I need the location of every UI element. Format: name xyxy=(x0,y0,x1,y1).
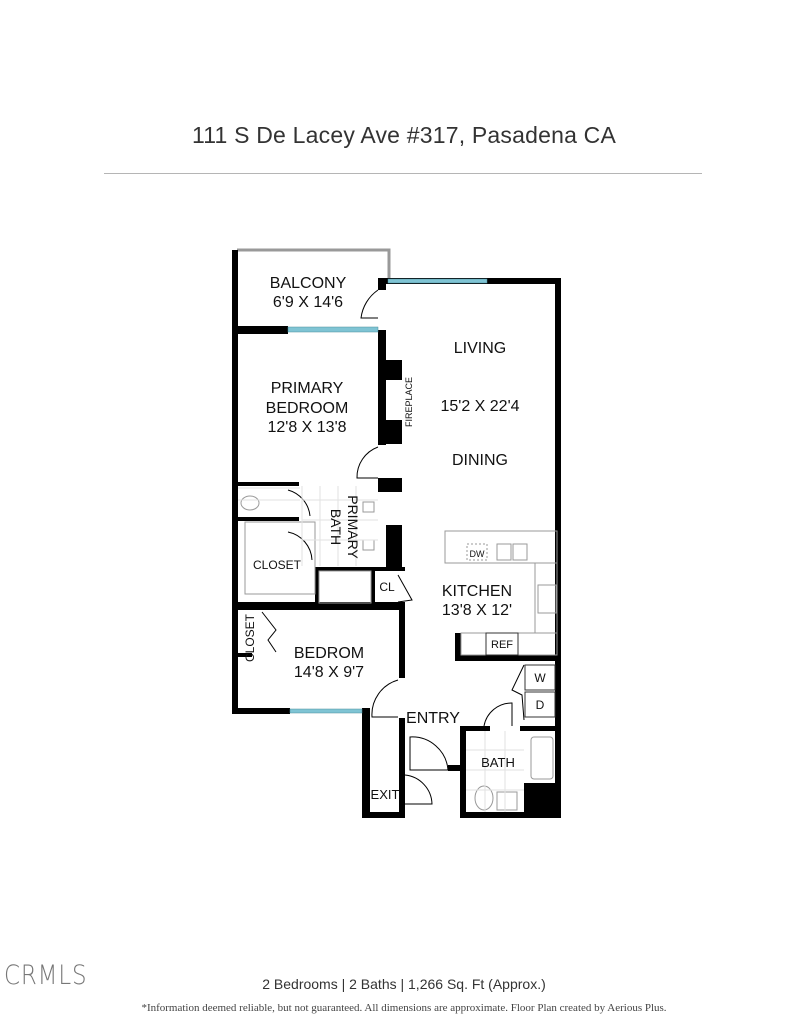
bath-tile-grid xyxy=(466,731,524,812)
primary-bedroom-label-2: BEDROOM xyxy=(266,400,349,417)
balcony-dims: 6'9 X 14'6 xyxy=(273,294,343,311)
cl-label: CL xyxy=(379,580,395,594)
disclaimer: *Information deemed reliable, but not gu… xyxy=(141,1002,667,1014)
living-label: LIVING xyxy=(454,340,506,357)
dryer-label: D xyxy=(536,698,545,712)
kitchen-label: KITCHEN xyxy=(442,583,512,600)
balcony-label: BALCONY xyxy=(270,275,347,292)
primary-bedroom-dims: 12'8 X 13'8 xyxy=(267,419,346,436)
primary-bath-label-1: PRIMARY xyxy=(345,495,361,559)
primary-bedroom-label-1: PRIMARY xyxy=(271,380,344,397)
bedroom-label: BEDROM xyxy=(294,645,364,662)
crmls-logo: CRMLS xyxy=(4,960,88,991)
fireplace-label: FIREPLACE xyxy=(404,377,414,427)
primary-bath-label-2: BATH xyxy=(328,509,344,545)
bedroom-dims: 14'8 X 9'7 xyxy=(294,664,364,681)
title-divider xyxy=(104,173,702,174)
exit-label: EXIT xyxy=(371,787,400,802)
balcony-railing xyxy=(237,248,391,278)
walls xyxy=(232,250,561,818)
washer-label: W xyxy=(534,671,546,685)
windows xyxy=(287,278,488,714)
entry-label: ENTRY xyxy=(406,710,460,727)
tile-grid xyxy=(238,486,378,566)
dishwasher-label: DW xyxy=(470,549,485,559)
property-summary: 2 Bedrooms | 2 Baths | 1,266 Sq. Ft (App… xyxy=(262,976,546,992)
closet-bedroom-label: CLOSET xyxy=(243,613,257,662)
page-title: 111 S De Lacey Ave #317, Pasadena CA xyxy=(191,122,617,148)
closet-primary-label: CLOSET xyxy=(253,558,302,572)
living-dims: 15'2 X 22'4 xyxy=(440,398,519,415)
fixtures xyxy=(240,495,558,811)
bath-label: BATH xyxy=(481,755,515,770)
kitchen-dims: 13'8 X 12' xyxy=(442,602,512,619)
ref-label: REF xyxy=(491,639,513,651)
dining-label: DINING xyxy=(452,452,508,469)
